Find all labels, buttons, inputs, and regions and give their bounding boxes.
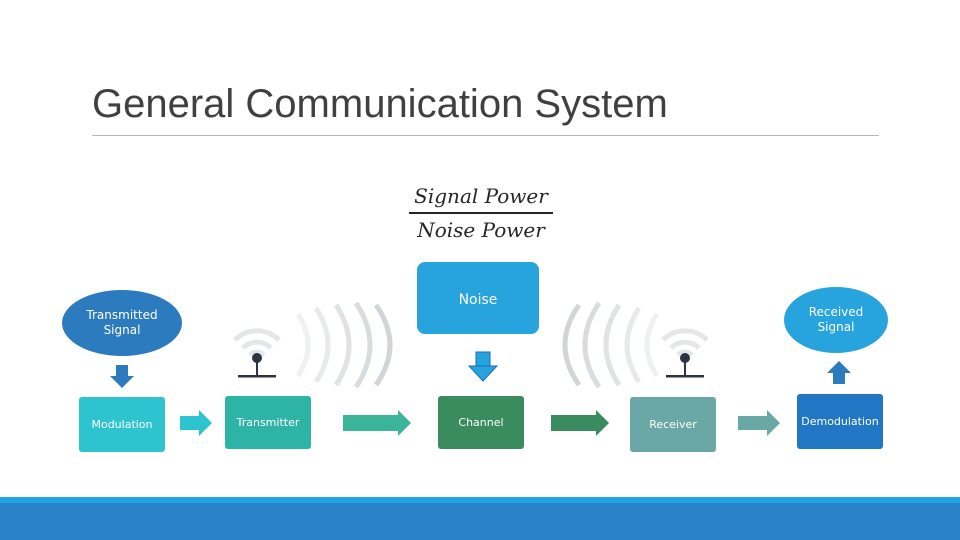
receiver-label: Receiver: [649, 418, 697, 431]
demodulation-label: Demodulation: [801, 415, 879, 428]
modulation-label: Modulation: [91, 418, 153, 431]
signal-waves-icon: [562, 301, 660, 389]
receiver-box: Receiver: [630, 397, 716, 452]
received-signal-oval: Received Signal: [784, 287, 888, 353]
modulation-box: Modulation: [79, 397, 165, 452]
formula-numerator: Signal Power: [414, 184, 548, 208]
transmitted-signal-oval: Transmitted Signal: [62, 290, 182, 356]
received-signal-label: Received Signal: [808, 305, 864, 334]
page-title: General Communication System: [92, 82, 668, 126]
signal-waves-icon: [295, 301, 393, 389]
transmitted-signal-label: Transmitted Signal: [86, 308, 158, 337]
channel-box: Channel: [438, 396, 524, 449]
arrow-right-icon: [551, 410, 609, 436]
noise-label: Noise: [458, 292, 498, 308]
snr-formula: Signal Power Noise Power: [405, 182, 557, 244]
antenna-icon: [661, 328, 709, 378]
channel-label: Channel: [458, 416, 504, 429]
arrow-right-icon: [180, 410, 212, 436]
arrow-right-icon: [343, 410, 411, 436]
noise-box: Noise: [417, 262, 539, 334]
formula-denominator: Noise Power: [417, 218, 545, 242]
title-divider: [92, 135, 879, 136]
arrow-right-icon: [738, 410, 780, 436]
fraction-bar: [409, 212, 553, 214]
arrow-down-icon: [467, 351, 499, 382]
arrow-down-icon: [110, 365, 134, 388]
arrow-up-icon: [827, 361, 851, 384]
transmitter-box: Transmitter: [225, 396, 311, 449]
footer-bar: [0, 503, 960, 540]
antenna-icon: [233, 328, 281, 378]
demodulation-box: Demodulation: [797, 394, 883, 449]
transmitter-label: Transmitter: [236, 416, 300, 429]
footer-accent-bar: [0, 497, 960, 503]
